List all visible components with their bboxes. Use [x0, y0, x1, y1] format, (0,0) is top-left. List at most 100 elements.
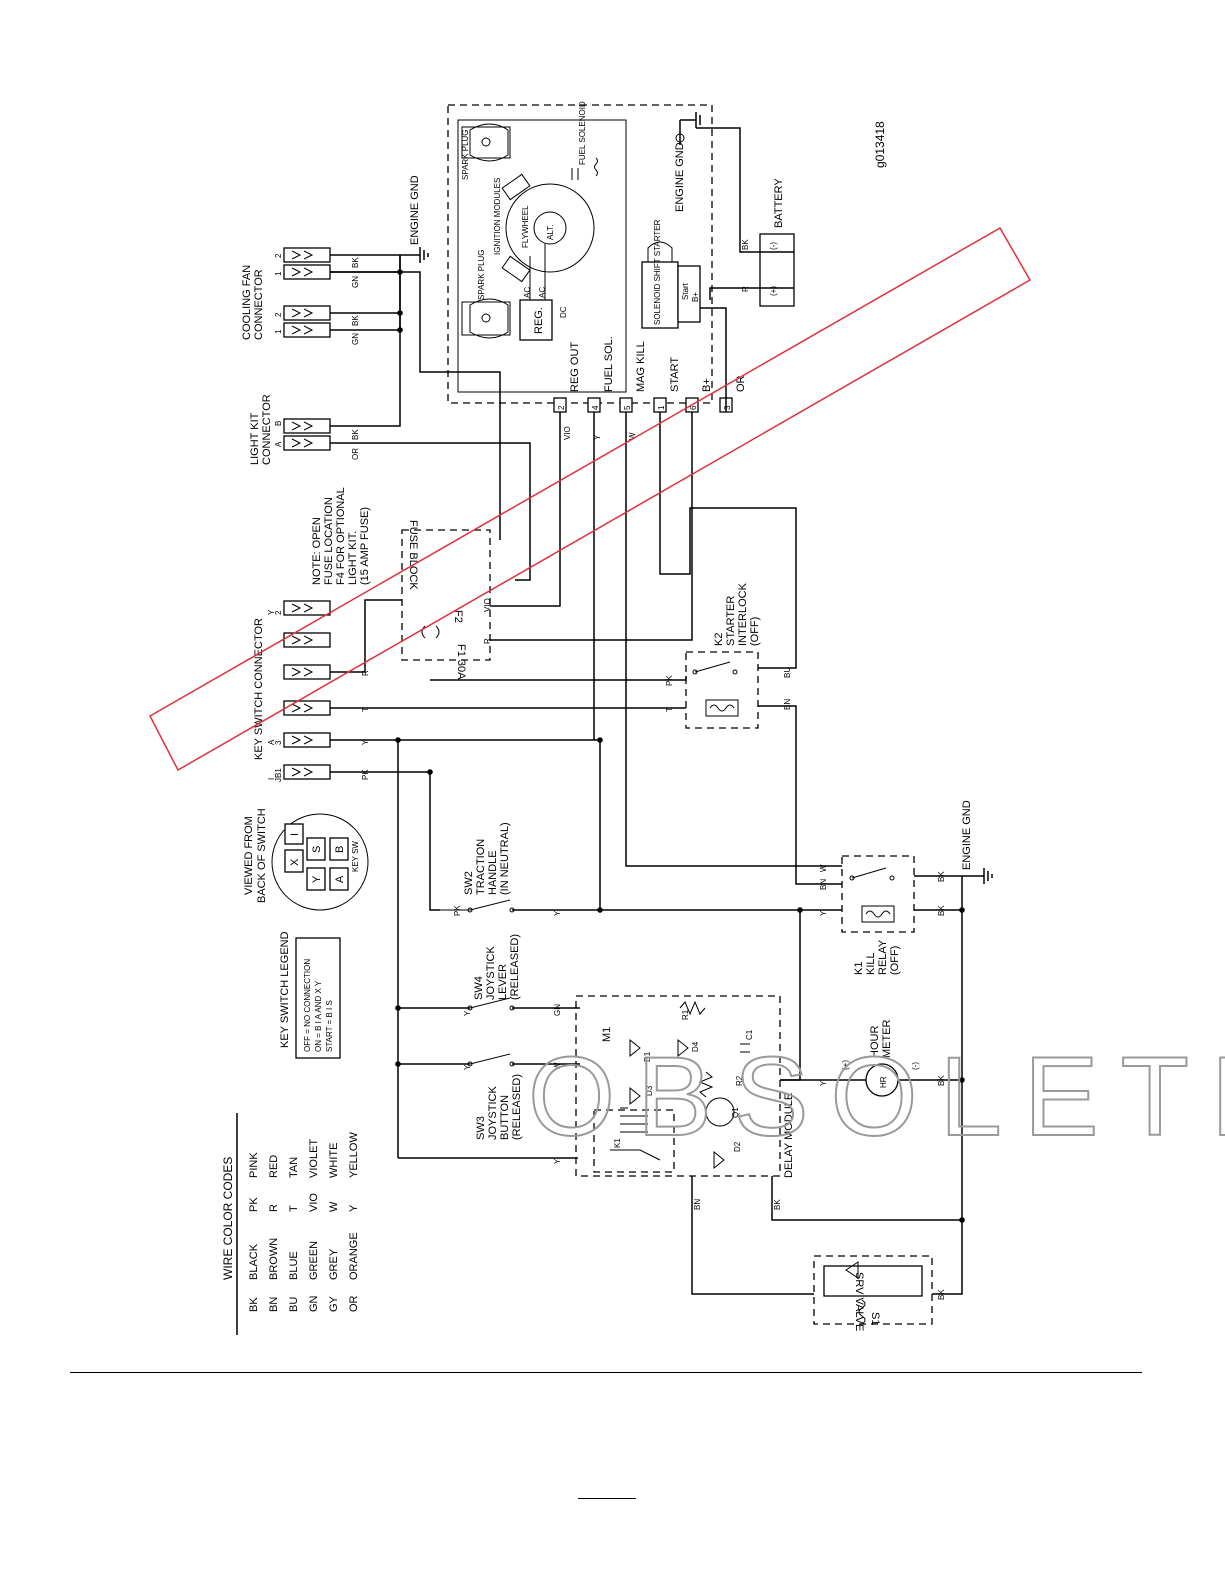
delay-module-label: DELAY MODULE: [783, 1093, 795, 1178]
legend-row-off: OFF = NO CONNECTION: [303, 959, 312, 1052]
cooling-fan-pin-2a: 2: [274, 312, 283, 317]
sw3-desc-1: JOYSTICK: [487, 1086, 499, 1140]
light-kit-pin-a: A: [274, 441, 283, 447]
cooling-fan-label-2: CONNECTOR: [253, 269, 265, 340]
engine-term-label-5: OR: [735, 375, 747, 392]
k2-desc-3: (OFF): [749, 617, 761, 646]
fuse-note-line-2: F4 FOR OPTIONAL: [335, 487, 347, 585]
sw4-desc-3: (RELEASED): [509, 934, 521, 1000]
light-kit-connector: LIGHT KIT CONNECTOR B A: [249, 394, 331, 465]
obsolete-watermark: OBSOLETE: [528, 1034, 1225, 1159]
wcc-code-11: Y: [348, 1204, 360, 1212]
engine-term-pin-5: 3: [723, 405, 732, 410]
wcc-code-2: BU: [288, 1297, 300, 1312]
key-conn-letter-i: I: [267, 778, 276, 780]
wcc-code-5: OR: [348, 1295, 360, 1312]
wcc-code-1: BN: [268, 1297, 280, 1312]
wire-tag-bn: BN: [819, 879, 828, 890]
key-conn-pin: [283, 700, 331, 716]
wire-junction: [959, 1217, 965, 1223]
starter-bplus-label: B+: [691, 292, 700, 302]
fuse-note-line-4: (15 AMP FUSE): [359, 507, 371, 585]
wire-tag-gn: GN: [351, 333, 360, 345]
flywheel-label: FLYWHEEL: [521, 205, 530, 248]
wire-tag-y: Y: [593, 434, 602, 440]
key-term-s: S: [311, 846, 323, 853]
wire-network: [330, 127, 965, 1295]
key-conn-label: KEY SWITCH CONNECTOR: [253, 618, 265, 760]
light-kit-label-1: LIGHT KIT: [249, 412, 261, 465]
wcc-color-5: ORANGE: [348, 1232, 360, 1280]
key-conn-letter-y: Y: [267, 609, 276, 615]
wire-junction: [797, 907, 803, 913]
key-term-a: A: [334, 875, 346, 883]
wire-tag-w: W: [553, 1062, 562, 1070]
light-kit-label-2: CONNECTOR: [261, 394, 273, 465]
wire-tag-pk: PK: [453, 905, 462, 916]
wire-tag-y: Y: [361, 739, 370, 745]
wire-tag-bk: BK: [351, 429, 360, 440]
wire-junction: [597, 737, 603, 743]
wire-tag-t: T: [361, 707, 370, 712]
sw2-traction-handle: SW2 TRACTION HANDLE (IN NEUTRAL): [440, 822, 515, 913]
engine-gnd-right-label: ENGINE GND: [674, 142, 686, 212]
wcc-color-3: GREEN: [308, 1241, 320, 1280]
wcc-color-0: BLACK: [248, 1243, 260, 1280]
wire-tag-bu: BU: [783, 667, 792, 678]
srv-valve: SRV VALVE S1: [813, 1255, 933, 1331]
engine-term-pin-2: 5: [623, 405, 632, 410]
engine-gnd-top: ENGINE GND: [400, 175, 429, 263]
wire-junction: [395, 737, 401, 743]
k1-desc-1: KILL: [865, 952, 877, 975]
wire-26: [700, 307, 727, 412]
delay-part-d2: D2: [733, 1141, 742, 1152]
sw4-name: SW4: [473, 976, 485, 1000]
wire-tag-bk: BK: [937, 871, 946, 882]
key-term-b: B: [334, 846, 346, 853]
key-term-x: X: [289, 858, 301, 866]
starter-start-label: Start: [681, 282, 690, 300]
wire-24: [659, 412, 797, 669]
key-view-title-1: VIEWED FROM: [243, 816, 255, 895]
wcc-color-11: YELLOW: [348, 1132, 360, 1178]
hour-meter-pos: (+): [841, 1060, 850, 1070]
battery-wire-bk: BK: [741, 239, 750, 250]
wire-27: [758, 705, 842, 885]
wire-junction: [397, 327, 403, 333]
key-conn-pin: [283, 632, 331, 648]
key-switch-rear-view: VIEWED FROM BACK OF SWITCH X I S Y B A K…: [243, 808, 369, 911]
engine-term-pin-3: 1: [657, 405, 666, 410]
wire-tag-gn: GN: [351, 276, 360, 288]
wire-tag-vio: VIO: [563, 426, 572, 440]
alt-label: ALT.: [546, 225, 555, 240]
wcc-color-8: TAN: [288, 1157, 300, 1178]
wire-tag-t: T: [665, 707, 674, 712]
fuse-f1-label: F1 30A: [455, 644, 467, 680]
reg-label: REG.: [533, 307, 545, 334]
ac-label-2: AC: [538, 287, 547, 298]
delay-part-r1: R1: [681, 1009, 690, 1020]
sw3-name: SW3: [475, 1116, 487, 1140]
ignition-modules-label: IGNITION MODULES: [493, 178, 502, 255]
delay-part-d1: D1: [643, 1051, 652, 1062]
wire-tag-bn: BN: [783, 699, 792, 710]
wire-30: [914, 875, 963, 1295]
fuse-note-line-1: FUSE LOCATION: [323, 497, 335, 585]
hour-meter-symbol: HR: [879, 1076, 888, 1088]
legend-row-start: START = B I S: [325, 1000, 334, 1052]
wire-35: [691, 1176, 814, 1295]
obsolete-stamp-band: [149, 226, 1032, 772]
sw3-joystick-button: SW3 JOYSTICK BUTTON (RELEASED): [467, 1053, 523, 1140]
k1-kill-relay: K1 KILL RELAY (OFF) ENGINE GND: [841, 800, 993, 975]
engine-term-pin-1: 4: [591, 405, 600, 410]
wire-junction: [959, 907, 965, 913]
fuse-block-label: FUSE BLOCK: [407, 520, 419, 590]
wire-tag-bk: BK: [937, 1289, 946, 1300]
wire-tag-bk: BK: [351, 315, 360, 326]
wcc-color-4: GREY: [328, 1248, 340, 1280]
engine-term-label-0: REG OUT: [569, 342, 581, 392]
page-number-mark: [578, 1498, 636, 1499]
cooling-fan-connector: COOLING FAN CONNECTOR 1 2 1 2: [241, 247, 331, 340]
spark-plug-top: SPARK PLUG: [461, 129, 470, 180]
